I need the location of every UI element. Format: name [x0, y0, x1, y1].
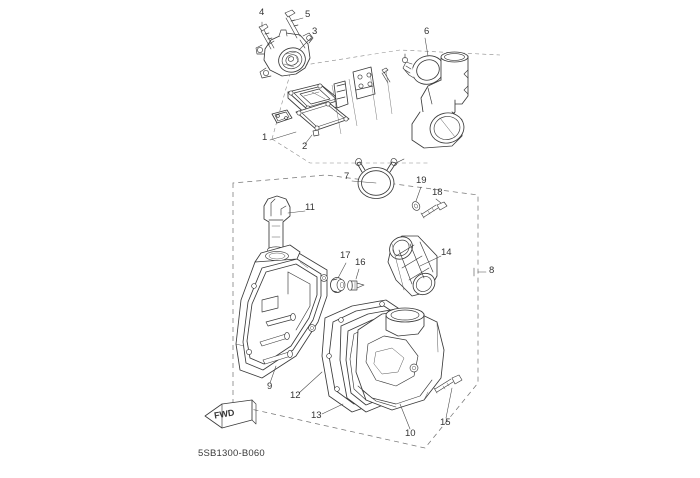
part-17-grommet [330, 277, 346, 293]
callout-6: 6 [424, 26, 430, 37]
callout-leader-lines [261, 17, 453, 430]
callout-14: 14 [441, 247, 452, 258]
callout-19: 19 [416, 175, 427, 186]
part-14-air-filter-joint [387, 235, 438, 297]
callout-3: 3 [312, 26, 318, 37]
callout-8: 8 [489, 265, 495, 276]
callout-12: 12 [290, 390, 301, 401]
callout-1: 1 [262, 132, 268, 143]
part-7-wire-clamp [355, 158, 405, 199]
callout-10: 10 [405, 428, 416, 439]
callout-11: 11 [305, 202, 315, 213]
part-16-screw [347, 280, 365, 291]
part-10-air-cleaner-cover [355, 307, 445, 411]
callout-4: 4 [259, 7, 265, 18]
part-11-intake-snorkel [263, 195, 291, 254]
fwd-arrow-icon [204, 399, 257, 429]
callout-9: 9 [267, 381, 273, 392]
callout-15: 15 [440, 417, 451, 428]
callout-5: 5 [305, 9, 311, 20]
part-2-gasket [295, 101, 350, 137]
part-3-valve-housing [255, 29, 314, 79]
callout-13: 13 [311, 410, 322, 421]
callout-18: 18 [432, 187, 443, 198]
leader-8 [473, 267, 487, 277]
callout-17: 17 [340, 250, 351, 261]
callout-16: 16 [355, 257, 366, 268]
air-intake-duct [411, 51, 469, 149]
part-6-clamp [402, 53, 445, 85]
part-9-air-cleaner-case [235, 244, 328, 379]
part-4-bolt [258, 23, 275, 50]
part-5-bolt [284, 9, 301, 39]
part-19-washer [411, 201, 421, 211]
reed-valve-stack [331, 66, 393, 135]
part-18-bolt [420, 201, 448, 219]
callout-7: 7 [344, 171, 350, 182]
diagram-code-label: 5SB1300-B060 [198, 448, 265, 459]
part-1-side-gasket [271, 109, 293, 124]
callout-2: 2 [302, 141, 308, 152]
part-15-screw [433, 374, 463, 394]
